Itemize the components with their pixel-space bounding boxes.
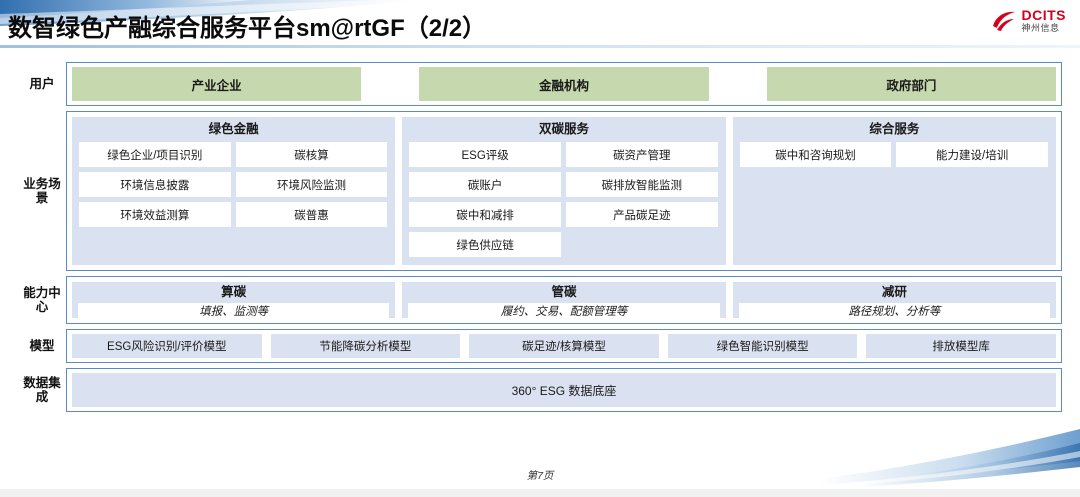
tile-item[interactable]: 产品碳足迹 bbox=[565, 202, 718, 227]
panel-comprehensive-service: 综合服务 碳中和咨询规划 能力建设/培训 bbox=[732, 117, 1056, 265]
data-foundation-bar[interactable]: 360° ESG 数据底座 bbox=[72, 373, 1056, 407]
capability-subtitle: 履约、交易、配额管理等 bbox=[408, 302, 720, 319]
dcits-logo: DCITS 神州信息 bbox=[991, 8, 1067, 33]
tile-item[interactable]: 碳普惠 bbox=[235, 202, 388, 227]
capability-subtitle: 路径规划、分析等 bbox=[738, 302, 1050, 319]
tile-item[interactable]: 能力建设/培训 bbox=[896, 142, 1048, 167]
tile-item[interactable]: 碳中和咨询规划 bbox=[739, 142, 892, 167]
row-label-business-scenario: 业务场景 bbox=[23, 176, 61, 205]
model-chip[interactable]: ESG风险识别/评价模型 bbox=[72, 334, 262, 358]
page-footer: 第7页 bbox=[526, 470, 554, 482]
capability-panel-carbon-accounting[interactable]: 算碳 填报、监测等 bbox=[72, 282, 396, 319]
tile-item[interactable]: ESG评级 bbox=[409, 142, 561, 167]
model-chip[interactable]: 绿色智能识别模型 bbox=[667, 334, 858, 358]
capability-title: 管碳 bbox=[551, 285, 577, 299]
row-model: 模型 ESG风险识别/评价模型 节能降碳分析模型 碳足迹/核算模型 绿色智能识别… bbox=[18, 329, 1062, 363]
tile-group-comprehensive-service: 碳中和咨询规划 能力建设/培训 bbox=[739, 142, 1049, 167]
model-chip[interactable]: 排放模型库 bbox=[866, 334, 1056, 358]
row-label-model: 模型 bbox=[29, 338, 55, 353]
header-divider bbox=[0, 45, 1080, 48]
row-body-capability-center: 算碳 填报、监测等 管碳 履约、交易、配额管理等 减研 路径规划、分析等 bbox=[66, 276, 1062, 324]
row-label-capability-center: 能力中心 bbox=[23, 285, 61, 314]
capability-title: 减研 bbox=[881, 285, 907, 299]
bottom-strip bbox=[0, 489, 1080, 497]
tile-item[interactable]: 碳中和减排 bbox=[409, 202, 561, 227]
panel-title-dual-carbon-service: 双碳服务 bbox=[538, 122, 589, 136]
row-capability-center: 能力中心 算碳 填报、监测等 管碳 履约、交易、配额管理等 减研 路径规划、分析… bbox=[18, 276, 1062, 324]
tile-item[interactable]: 碳核算 bbox=[235, 142, 388, 167]
row-body-user: 产业企业 金融机构 政府部门 bbox=[66, 62, 1062, 106]
capability-subtitle: 填报、监测等 bbox=[78, 302, 390, 319]
tile-item[interactable]: 环境风险监测 bbox=[235, 172, 388, 197]
tile-item[interactable]: 环境信息披露 bbox=[79, 172, 231, 197]
dcits-logo-icon bbox=[991, 10, 1017, 32]
row-label-data-integration: 数据集成 bbox=[23, 375, 61, 404]
logo-chinese-text: 神州信息 bbox=[1021, 23, 1060, 33]
row-body-model: ESG风险识别/评价模型 节能降碳分析模型 碳足迹/核算模型 绿色智能识别模型 … bbox=[66, 329, 1062, 363]
architecture-diagram: 用户 产业企业 金融机构 政府部门 业务场景 绿色金融 绿色企业/项目识别 碳核… bbox=[18, 62, 1062, 417]
slide-header: 数智绿色产融综合服务平台sm@rtGF（2/2） DCITS 神州信息 bbox=[0, 0, 1080, 48]
panel-green-finance: 绿色金融 绿色企业/项目识别 碳核算 环境信息披露 环境风险监测 环境效益测算 … bbox=[72, 117, 396, 265]
tile-item[interactable]: 绿色供应链 bbox=[409, 232, 561, 257]
capability-panel-carbon-management[interactable]: 管碳 履约、交易、配额管理等 bbox=[402, 282, 726, 319]
model-chip[interactable]: 节能降碳分析模型 bbox=[270, 334, 461, 358]
panel-title-comprehensive-service: 综合服务 bbox=[869, 122, 920, 136]
user-chip-industry[interactable]: 产业企业 bbox=[72, 67, 362, 101]
tile-group-dual-carbon-service: ESG评级 碳资产管理 碳账户 碳排放智能监测 碳中和减排 产品碳足迹 绿色供应… bbox=[409, 142, 718, 257]
row-business-scenario: 业务场景 绿色金融 绿色企业/项目识别 碳核算 环境信息披露 环境风险监测 环境… bbox=[18, 111, 1062, 271]
capability-title: 算碳 bbox=[221, 285, 247, 299]
panel-title-green-finance: 绿色金融 bbox=[208, 122, 259, 136]
user-chip-financial[interactable]: 金融机构 bbox=[419, 67, 709, 101]
row-data-integration: 数据集成 360° ESG 数据底座 bbox=[18, 368, 1062, 412]
logo-english-text: DCITS bbox=[1021, 7, 1066, 23]
tile-item[interactable]: 绿色企业/项目识别 bbox=[79, 142, 231, 167]
user-chip-government[interactable]: 政府部门 bbox=[766, 67, 1056, 101]
row-body-data-integration: 360° ESG 数据底座 bbox=[66, 368, 1062, 412]
row-label-user: 用户 bbox=[29, 76, 55, 91]
logo-text-block: DCITS 神州信息 bbox=[1022, 8, 1067, 33]
tile-item[interactable]: 碳资产管理 bbox=[565, 142, 718, 167]
page-title: 数智绿色产融综合服务平台sm@rtGF（2/2） bbox=[8, 15, 487, 42]
tile-item[interactable]: 碳排放智能监测 bbox=[565, 172, 718, 197]
model-chip[interactable]: 碳足迹/核算模型 bbox=[469, 334, 659, 358]
tile-group-green-finance: 绿色企业/项目识别 碳核算 环境信息披露 环境风险监测 环境效益测算 碳普惠 bbox=[79, 142, 388, 227]
row-user: 用户 产业企业 金融机构 政府部门 bbox=[18, 62, 1062, 106]
row-body-business-scenario: 绿色金融 绿色企业/项目识别 碳核算 环境信息披露 环境风险监测 环境效益测算 … bbox=[66, 111, 1062, 271]
panel-dual-carbon-service: 双碳服务 ESG评级 碳资产管理 碳账户 碳排放智能监测 碳中和减排 产品碳足迹… bbox=[402, 117, 726, 265]
capability-panel-reduction-research[interactable]: 减研 路径规划、分析等 bbox=[732, 282, 1056, 319]
tile-item[interactable]: 环境效益测算 bbox=[79, 202, 231, 227]
tile-item[interactable]: 碳账户 bbox=[409, 172, 561, 197]
